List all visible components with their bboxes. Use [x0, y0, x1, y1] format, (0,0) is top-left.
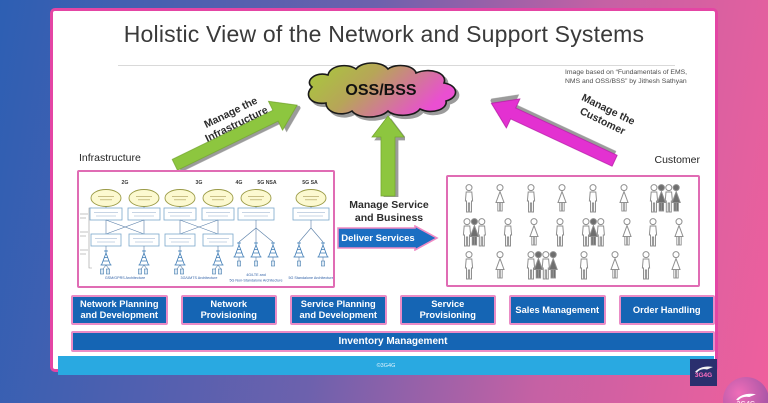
customer-person-icon [618, 184, 629, 212]
credit-line-2: NMS and OSS/BSS” by Jithesh Sathyan [565, 78, 687, 86]
deliver-services-arrow: Deliver Services [337, 224, 439, 252]
customer-person-icon [503, 217, 513, 246]
customer-group-icon [581, 217, 605, 246]
infrastructure-section-label: Infrastructure [79, 152, 141, 164]
customer-person-icon [465, 251, 474, 280]
svg-text:3G/UMTS Architecture: 3G/UMTS Architecture [181, 276, 218, 280]
slide-title: Holistic View of the Network and Support… [123, 21, 645, 47]
customer-person-icon [557, 184, 567, 212]
svg-text:5G SA: 5G SA [302, 180, 318, 186]
customer-person-icon [588, 184, 597, 213]
deliver-services-arrow-icon [337, 224, 439, 252]
customer-person-icon [465, 184, 474, 213]
infrastructure-box: 2G 3G 4G 5G NSA 5G SA GSM/GPRS Architecture 3G… [77, 170, 335, 288]
process-box: Order Handling [618, 295, 715, 325]
footer-copyright: ©3G4G [376, 362, 396, 369]
customer-section-label: Customer [654, 154, 700, 166]
customer-row [454, 216, 692, 248]
logo-text: 3G4G [737, 401, 756, 403]
svg-text:5G NSA: 5G NSA [257, 180, 277, 186]
customer-person-icon [526, 184, 536, 213]
cloud-label: OSS/BSS [345, 82, 416, 99]
3g4g-logo-square: 3G4G [690, 359, 717, 386]
swoosh-icon [694, 366, 713, 373]
customer-group-icon [650, 184, 682, 213]
svg-text:GSM/GPRS Architecture: GSM/GPRS Architecture [105, 276, 145, 280]
swoosh-icon [736, 393, 756, 401]
customer-row [454, 182, 692, 214]
process-box: Service Planning and Development [290, 295, 387, 325]
customer-person-icon [529, 217, 539, 245]
inventory-management-bar: Inventory Management [71, 331, 715, 352]
customer-group-icon [462, 217, 486, 246]
deliver-services-label: Deliver Services [341, 232, 415, 244]
svg-text:5G Standalone Architecture: 5G Standalone Architecture [288, 276, 333, 280]
customer-person-icon [555, 217, 565, 246]
process-box-row: Network Planning and Development Network … [71, 295, 715, 325]
footer-bar: ©3G4G [58, 356, 714, 375]
network-architecture-diagram: 2G 3G 4G 5G NSA 5G SA GSM/GPRS Architecture 3G… [80, 180, 334, 282]
manage-service-arrow-icon [371, 115, 405, 197]
customer-person-icon [641, 251, 650, 280]
logo-text: 3G4G [694, 372, 713, 380]
customer-person-icon [622, 217, 632, 245]
svg-text:4G/LTE and: 4G/LTE and [246, 273, 266, 277]
presentation-slide: Holistic View of the Network and Support… [50, 8, 718, 386]
credit-line-1: Image based on “Fundamentals of EMS, [565, 69, 688, 76]
customer-person-icon [495, 251, 505, 279]
svg-text:3G: 3G [196, 180, 203, 186]
customer-person-icon [671, 251, 682, 279]
svg-text:2G: 2G [122, 180, 129, 186]
customer-group-icon [526, 251, 559, 280]
customer-row [454, 249, 692, 281]
customer-box [446, 175, 700, 287]
credit-text: Image based on “Fundamentals of EMS, NMS… [565, 68, 717, 86]
customer-person-icon [495, 184, 505, 212]
svg-text:4G: 4G [236, 180, 243, 186]
customer-person-icon [648, 217, 658, 246]
customer-person-icon [579, 251, 589, 280]
svg-text:5G Non-Standalone Architecture: 5G Non-Standalone Architecture [229, 278, 282, 282]
customer-person-icon [610, 251, 620, 279]
process-box: Sales Management [509, 295, 606, 325]
manage-customer-arrow-icon [481, 84, 625, 179]
manage-infrastructure-arrow-icon [164, 86, 307, 183]
process-box: Service Provisioning [399, 295, 496, 325]
process-box: Network Planning and Development [71, 295, 168, 325]
3g4g-corner-badge: 3G4G [723, 377, 768, 403]
customer-person-icon [674, 217, 684, 245]
process-box: Network Provisioning [180, 295, 277, 325]
manage-service-label: Manage Service and Business [349, 199, 429, 224]
oss-bss-cloud: OSS/BSS [296, 59, 470, 123]
cloud-icon: OSS/BSS [307, 62, 457, 118]
